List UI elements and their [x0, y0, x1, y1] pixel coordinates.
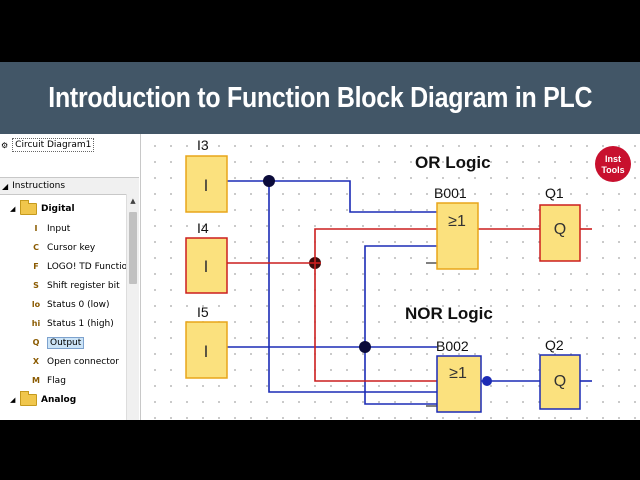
instruction-icon: F [33, 262, 39, 271]
folder-icon [20, 200, 37, 215]
instructions-section[interactable]: ◢ Instructions [0, 177, 139, 195]
red-wires [227, 228, 592, 382]
tree-root-label: Circuit Diagram1 [12, 138, 95, 152]
tree-item-label: Output [47, 337, 85, 349]
block-symbol: ≥1 [448, 213, 466, 230]
block-label: B002 [436, 338, 469, 354]
tree-item[interactable]: I Input [30, 220, 71, 238]
tree-scrollbar[interactable]: ▲ [126, 194, 139, 420]
input-block-i3[interactable]: I3 I [185, 137, 228, 213]
input-block-i5[interactable]: I5 I [185, 304, 228, 379]
bottom-black-bar [0, 420, 640, 480]
or-block-b001[interactable]: B001 ≥1 [434, 185, 479, 270]
tree-item-label: Status 1 (high) [47, 319, 114, 329]
input-symbol: I [204, 342, 209, 361]
instruction-icon: M [32, 376, 40, 385]
blue-wires [227, 180, 540, 405]
tree-item-label: Shift register bit [47, 281, 120, 291]
tree-item-label: Cursor key [47, 243, 96, 253]
input-symbol: I [204, 176, 209, 195]
or-logic-heading: OR Logic [415, 153, 491, 172]
folder-analog-label: Analog [41, 395, 77, 405]
output-label: Q1 [545, 185, 564, 201]
scroll-up-icon[interactable]: ▲ [130, 197, 136, 205]
instruction-icon: C [33, 243, 39, 252]
tree-item[interactable]: hi Status 1 (high) [30, 315, 114, 333]
logo-line2: Tools [601, 165, 624, 175]
folder-icon [20, 391, 37, 406]
block-symbol: ≥1 [449, 365, 467, 382]
logo-line1: Inst [605, 154, 621, 164]
negation-bubble [482, 376, 492, 386]
tree-item[interactable]: lo Status 0 (low) [30, 296, 110, 314]
instructions-label: Instructions [12, 181, 66, 191]
output-label: Q2 [545, 337, 564, 353]
junction-dot [263, 175, 275, 187]
input-block-i4[interactable]: I4 I [185, 220, 228, 294]
tree-item[interactable]: F LOGO! TD Function [30, 258, 133, 276]
expand-arrow-icon: ◢ [10, 205, 16, 213]
circuit-diagram-icon: ⚙ [1, 140, 9, 150]
instruction-icon: lo [31, 300, 41, 309]
instruction-icon: S [33, 281, 39, 290]
nor-logic-heading: NOR Logic [405, 304, 493, 323]
instruction-tree-panel: ⚙ Circuit Diagram1 ◢ Instructions ◢ Digi… [0, 134, 141, 420]
page-title: Introduction to Function Block Diagram i… [47, 81, 592, 114]
instruction-icon: Q [32, 338, 40, 347]
input-symbol: I [204, 257, 209, 276]
tree-root[interactable]: ⚙ Circuit Diagram1 [0, 134, 140, 156]
block-label: B001 [434, 185, 467, 201]
output-block-q1[interactable]: Q1 Q [539, 185, 581, 262]
folder-digital[interactable]: ◢ Digital [10, 200, 75, 218]
instruction-icon: I [34, 224, 38, 233]
junction-dot [359, 341, 371, 353]
tree-item[interactable]: X Open connector [30, 353, 119, 371]
top-black-bar [0, 0, 640, 62]
folder-digital-label: Digital [41, 204, 75, 214]
tree-item-label: LOGO! TD Function [47, 262, 133, 272]
instruction-icon: hi [31, 319, 41, 328]
title-band: Introduction to Function Block Diagram i… [0, 62, 640, 134]
nor-block-b002[interactable]: B002 ≥1 [436, 338, 482, 413]
tree-item-label: Status 0 (low) [47, 300, 110, 310]
tree-item-label: Open connector [47, 357, 119, 367]
diagram-canvas[interactable]: Inst Tools OR Logic NOR Logic [141, 134, 640, 420]
tree-item[interactable]: C Cursor key [30, 239, 95, 257]
plc-editor: ⚙ Circuit Diagram1 ◢ Instructions ◢ Digi… [0, 134, 640, 420]
tree-item[interactable]: M Flag [30, 372, 66, 390]
input-label: I5 [197, 304, 209, 320]
folder-analog[interactable]: ◢ Analog [10, 391, 76, 409]
input-label: I3 [197, 137, 209, 153]
instruction-icon: X [32, 357, 40, 366]
collapse-arrow-icon: ◢ [2, 181, 9, 191]
output-block-q2[interactable]: Q2 Q [539, 337, 581, 410]
output-symbol: Q [554, 373, 566, 390]
expand-arrow-icon: ◢ [10, 396, 16, 404]
tree-item[interactable]: S Shift register bit [30, 277, 120, 295]
input-label: I4 [197, 220, 209, 236]
inst-tools-logo: Inst Tools [595, 146, 631, 182]
tree-item[interactable]: Q Output [30, 334, 85, 352]
tree-item-label: Flag [47, 376, 66, 386]
output-symbol: Q [554, 221, 566, 238]
tree-item-label: Input [47, 224, 71, 234]
scroll-thumb[interactable] [129, 212, 137, 284]
